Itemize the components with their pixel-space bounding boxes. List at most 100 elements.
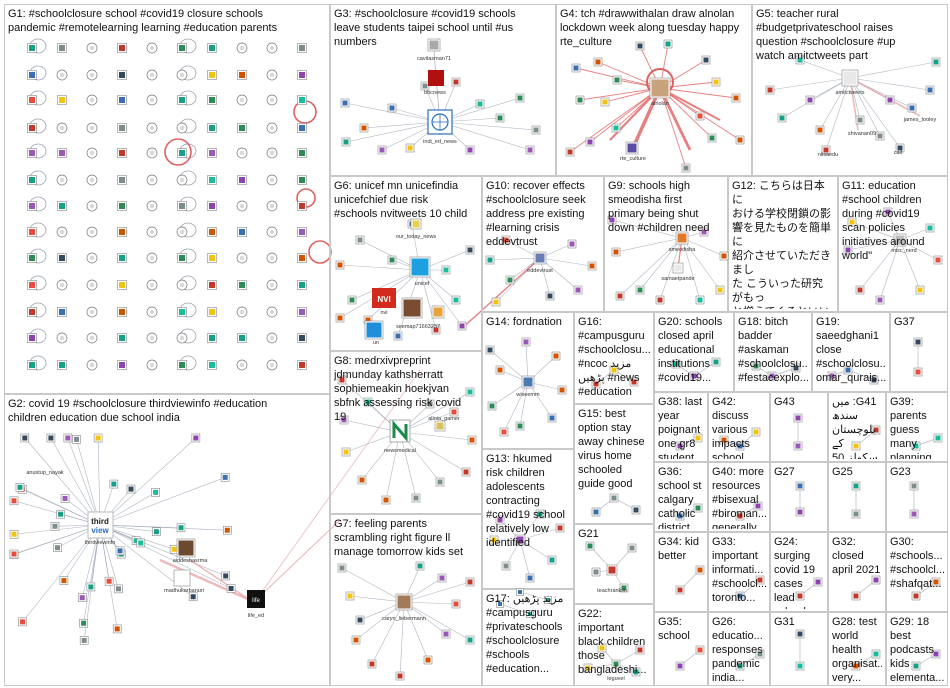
g2-node bbox=[226, 584, 236, 593]
g6-edge bbox=[339, 264, 421, 271]
g3-node bbox=[420, 81, 430, 91]
g9-edge bbox=[615, 237, 683, 253]
g1-node bbox=[86, 147, 98, 159]
group-frame-g14 bbox=[482, 312, 574, 449]
g1-node bbox=[146, 359, 158, 371]
group-frame-g7 bbox=[330, 514, 482, 686]
g35-node bbox=[695, 645, 705, 655]
g9-edge bbox=[639, 237, 683, 291]
g7-node bbox=[355, 615, 365, 625]
g20-node bbox=[689, 371, 699, 381]
g5-node bbox=[931, 57, 941, 67]
group-frame-g26 bbox=[708, 612, 770, 686]
g28-node bbox=[871, 649, 881, 659]
g1-node bbox=[237, 123, 247, 133]
g1-node bbox=[266, 359, 278, 371]
g10-node bbox=[573, 285, 583, 295]
g4-node bbox=[663, 39, 673, 49]
g17-edge bbox=[499, 603, 531, 615]
label-niisaedu: niisaedu bbox=[818, 152, 839, 158]
g2-node bbox=[60, 494, 70, 503]
g1-node bbox=[207, 333, 217, 343]
g1-node bbox=[27, 253, 37, 263]
g1-node bbox=[297, 95, 307, 105]
g6-node bbox=[465, 245, 475, 255]
g3-node bbox=[387, 103, 397, 113]
g17-node bbox=[544, 596, 552, 604]
g1-node bbox=[177, 360, 187, 370]
g36-node bbox=[675, 511, 685, 521]
g24-node bbox=[795, 591, 805, 601]
g9-edge bbox=[659, 237, 683, 301]
g3-node bbox=[495, 113, 505, 123]
g25-node bbox=[851, 509, 861, 519]
g4-edge bbox=[659, 87, 737, 99]
g14-node bbox=[521, 337, 531, 347]
g14-node bbox=[495, 365, 505, 375]
g2-node bbox=[20, 433, 30, 443]
label-wiseemm: wiseemm bbox=[515, 392, 540, 398]
g30-node bbox=[911, 591, 921, 601]
g2-node bbox=[151, 488, 160, 497]
g5-edge bbox=[769, 77, 851, 91]
group-frame-g19 bbox=[812, 312, 890, 392]
g37-node bbox=[913, 337, 923, 347]
g1-node bbox=[297, 307, 307, 317]
label-thirdviewinfo: thirdviewinfo bbox=[85, 540, 116, 546]
g1-node bbox=[146, 279, 158, 291]
group-frame-g12 bbox=[728, 176, 838, 312]
g5-edge bbox=[799, 59, 851, 79]
g28-node bbox=[851, 661, 861, 671]
g8-node bbox=[341, 447, 351, 457]
g21-node bbox=[619, 583, 629, 593]
g6-edge bbox=[419, 269, 463, 327]
life-ed-edge bbox=[255, 369, 421, 601]
g23-node bbox=[909, 509, 919, 519]
g17-node bbox=[496, 600, 504, 608]
smeodisha-node bbox=[675, 231, 689, 245]
g1-node bbox=[207, 43, 217, 53]
g2-edge bbox=[99, 524, 226, 577]
group-frames-layer bbox=[4, 4, 948, 686]
svg-text:third: third bbox=[91, 517, 109, 526]
group-frame-g38 bbox=[654, 392, 708, 462]
g16-node bbox=[609, 365, 619, 375]
alnolan-node bbox=[649, 77, 671, 99]
g7-node bbox=[415, 561, 425, 571]
g15-node bbox=[631, 505, 641, 515]
edge-g19 bbox=[847, 369, 875, 381]
g21-node bbox=[585, 541, 595, 551]
g6-node bbox=[457, 321, 467, 331]
g11-node bbox=[883, 207, 893, 217]
leguvel-node bbox=[611, 659, 621, 669]
g1-node bbox=[266, 174, 278, 186]
g7-edge bbox=[403, 601, 457, 605]
g13-node bbox=[535, 509, 545, 519]
g1-node bbox=[27, 70, 37, 80]
samaetpande-node bbox=[672, 262, 684, 274]
indi-ed-news-hub bbox=[427, 109, 453, 135]
g4-edge bbox=[589, 87, 661, 143]
label-amitctweets: amitctweets bbox=[835, 90, 864, 96]
g32-node bbox=[851, 591, 861, 601]
g26-node bbox=[755, 649, 765, 659]
label-teachranklin: teachranklin bbox=[597, 588, 627, 594]
g1-node bbox=[207, 227, 217, 237]
g1-node bbox=[57, 253, 67, 263]
g1-node bbox=[266, 94, 278, 106]
g10-edge bbox=[489, 257, 541, 261]
g8-node bbox=[337, 375, 347, 385]
group-frame-g23 bbox=[886, 462, 948, 532]
g14-node bbox=[485, 345, 495, 355]
g7-edge bbox=[403, 601, 471, 641]
g1-node bbox=[86, 332, 98, 344]
g1-node bbox=[297, 43, 307, 53]
g27-node bbox=[795, 481, 805, 491]
g6-node bbox=[335, 313, 345, 323]
group-frame-g5 bbox=[752, 4, 948, 176]
g5-node bbox=[925, 85, 935, 95]
g4-node bbox=[611, 123, 621, 133]
label-cavitasman71: cavitasman71 bbox=[417, 56, 451, 62]
g2-node bbox=[115, 546, 125, 556]
